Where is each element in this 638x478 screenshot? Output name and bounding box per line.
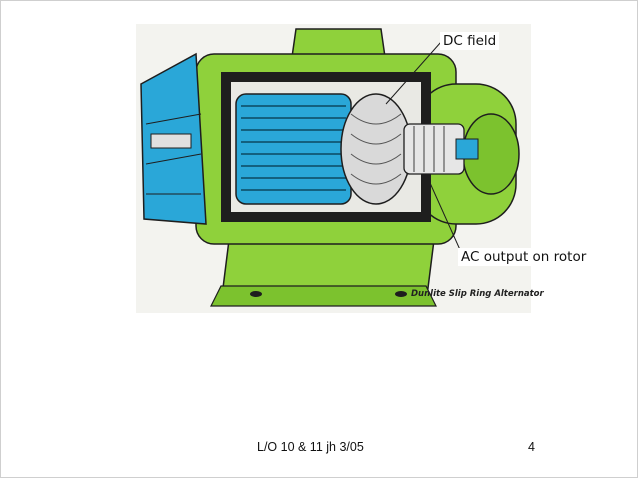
ac-output-leader [425, 173, 462, 253]
rotor-slots [241, 105, 346, 191]
alternator-drawing [136, 24, 531, 313]
alternator-illustration [136, 24, 531, 313]
bolt-hole-right [395, 291, 407, 297]
bearing [455, 138, 479, 160]
bolt-hole-left [250, 291, 262, 297]
shaft-end [150, 133, 192, 149]
rotor-core [235, 93, 352, 205]
page-number: 4 [528, 440, 535, 454]
ac-output-label: AC output on rotor [458, 248, 590, 266]
base-plate [210, 285, 437, 307]
footer-reference: L/O 10 & 11 jh 3/05 [257, 440, 364, 454]
dc-field-leader [385, 41, 442, 105]
dc-field-label: DC field [440, 32, 500, 50]
rotor-windings [340, 93, 412, 205]
figure-caption: Dunlite Slip Ring Alternator [411, 289, 544, 299]
